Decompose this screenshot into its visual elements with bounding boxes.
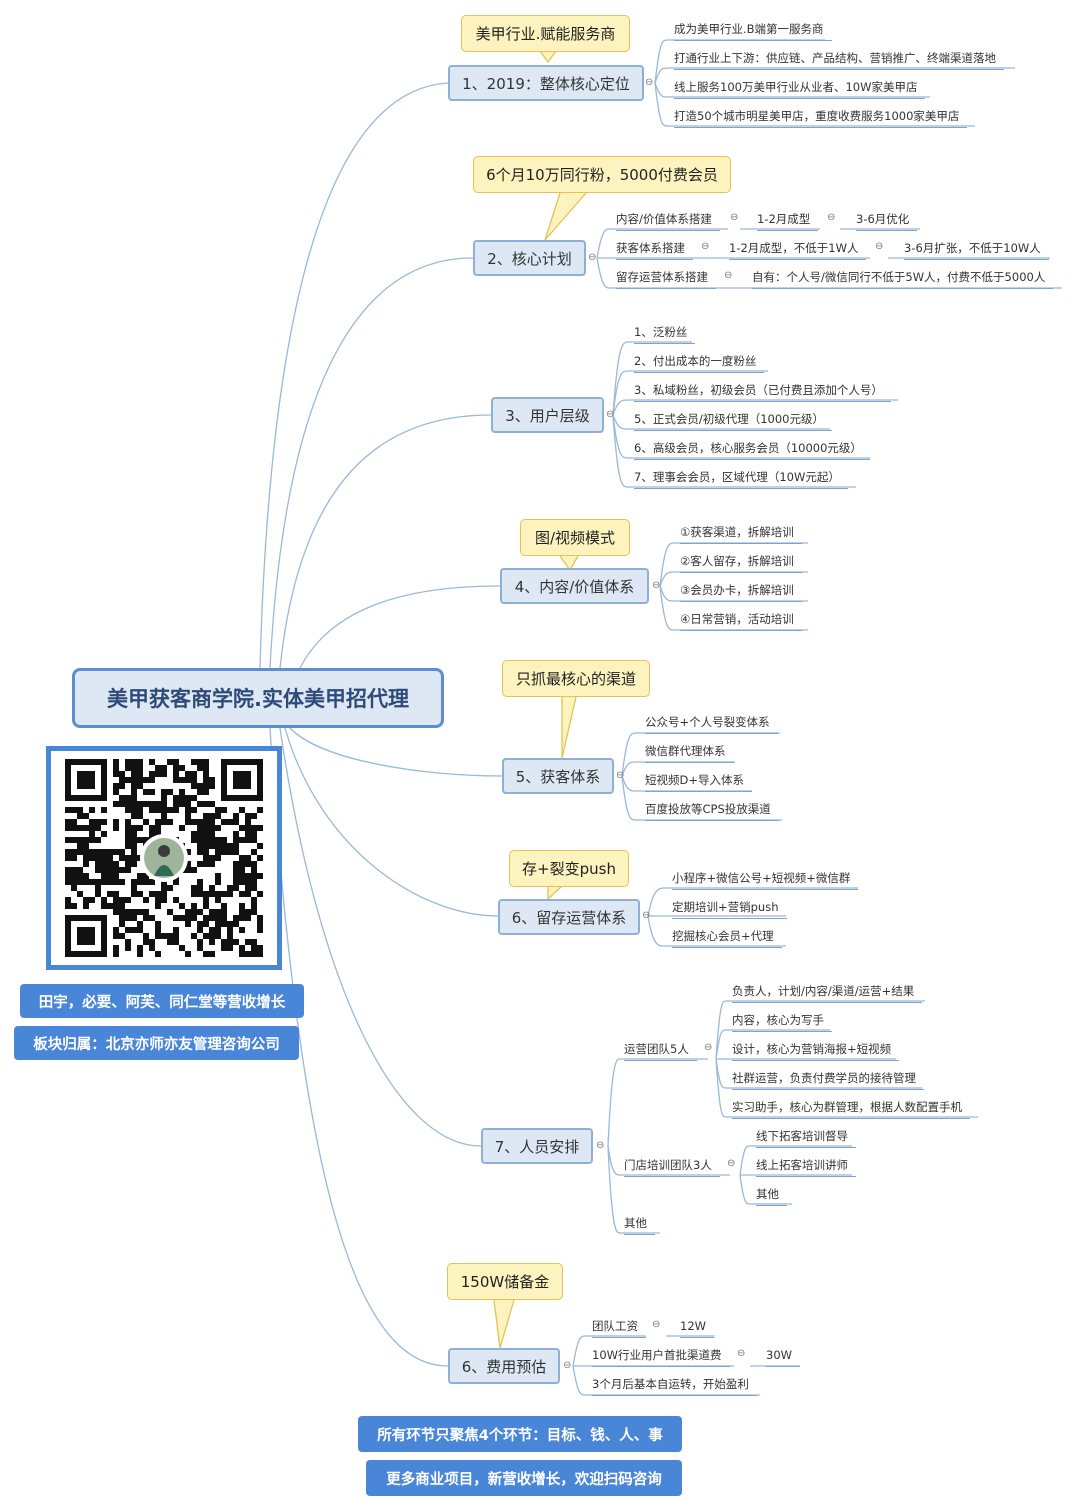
list-item: 实习助手，核心为群管理，根据人数配置手机 bbox=[732, 1100, 970, 1119]
side-banner-growth: 田宇，必要、阿芙、同仁堂等营收增长 bbox=[20, 984, 304, 1018]
list-item: 12W bbox=[680, 1319, 715, 1338]
list-item: 1-2月成型，不低于1W人 bbox=[729, 241, 867, 260]
list-item: ②客人留存，拆解培训 bbox=[680, 554, 802, 573]
branch-staffing[interactable]: 7、人员安排 bbox=[481, 1128, 593, 1164]
list-item: 3个月后基本自运转，开始盈利 bbox=[592, 1377, 757, 1396]
group-label: 运营团队5人 bbox=[624, 1042, 697, 1061]
collapse-icon[interactable]: ⊖ bbox=[642, 910, 651, 921]
collapse-icon[interactable]: ⊖ bbox=[827, 212, 836, 223]
list-item: 30W bbox=[766, 1348, 801, 1367]
list-item: 公众号+个人号裂变体系 bbox=[645, 715, 778, 734]
branch-content-value[interactable]: 4、内容/价值体系 bbox=[500, 568, 649, 604]
callout-reserve-fund[interactable]: 150W储备金 bbox=[447, 1263, 563, 1300]
list-item: 3-6月扩张，不低于10W人 bbox=[904, 241, 1049, 260]
list-item: 设计，核心为营销海报+短视频 bbox=[732, 1042, 900, 1061]
callout-acquisition-channel[interactable]: 只抓最核心的渠道 bbox=[502, 660, 650, 697]
list-item: 内容/价值体系搭建 bbox=[616, 212, 720, 231]
list-item: 留存运营体系搭建 bbox=[616, 270, 716, 289]
branch-retention-system[interactable]: 6、留存运营体系 bbox=[498, 899, 640, 935]
list-item: 百度投放等CPS投放渠道 bbox=[645, 802, 779, 821]
list-item: ①获客渠道，拆解培训 bbox=[680, 525, 802, 544]
list-item: 自有：个人号/微信同行不低于5W人，付费不低于5000人 bbox=[752, 270, 1054, 289]
callout-retention-push[interactable]: 存+裂变push bbox=[509, 850, 629, 887]
collapse-icon[interactable]: ⊖ bbox=[724, 270, 733, 281]
list-item: 打通行业上下游：供应链、产品结构、营销推广、终端渠道落地 bbox=[674, 51, 1004, 70]
list-item: 7、理事会会员，区域代理（10W元起） bbox=[634, 470, 848, 489]
list-item: 社群运营，负责付费学员的接待管理 bbox=[732, 1071, 924, 1090]
list-item: 挖掘核心会员+代理 bbox=[672, 929, 782, 948]
list-item: 1、泛粉丝 bbox=[634, 325, 696, 344]
list-item: 线上服务100万美甲行业从业者、10W家美甲店 bbox=[674, 80, 926, 99]
list-item: ③会员办卡，拆解培训 bbox=[680, 583, 802, 602]
branch-cost-estimate[interactable]: 6、费用预估 bbox=[448, 1348, 560, 1384]
list-item: 团队工资 bbox=[592, 1319, 646, 1338]
list-item: 6、高级会员，核心服务会员（10000元级） bbox=[634, 441, 870, 460]
list-item: 打造50个城市明星美甲店，重度收费服务1000家美甲店 bbox=[674, 109, 968, 128]
list-item: 1-2月成型 bbox=[757, 212, 819, 231]
collapse-icon[interactable]: ⊖ bbox=[616, 770, 625, 781]
side-banner-company: 板块归属：北京亦师亦友管理咨询公司 bbox=[14, 1026, 299, 1060]
collapse-icon[interactable]: ⊖ bbox=[652, 1319, 661, 1330]
bottom-banner-contact: 更多商业项目，新营收增长，欢迎扫码咨询 bbox=[366, 1460, 682, 1496]
list-item: 成为美甲行业.B端第一服务商 bbox=[674, 22, 832, 41]
bottom-banner-focus: 所有环节只聚焦4个环节：目标、钱、人、事 bbox=[358, 1416, 682, 1452]
list-item: 线上拓客培训讲师 bbox=[756, 1158, 856, 1177]
callout-content-mode[interactable]: 图/视频模式 bbox=[520, 519, 630, 556]
list-item: 负责人，计划/内容/渠道/运营+结果 bbox=[732, 984, 923, 1003]
collapse-icon[interactable]: ⊖ bbox=[588, 252, 597, 263]
avatar-icon bbox=[144, 838, 184, 878]
collapse-icon[interactable]: ⊖ bbox=[606, 409, 615, 420]
branch-acquisition-system[interactable]: 5、获客体系 bbox=[502, 758, 614, 794]
qr-code-pattern bbox=[65, 759, 263, 957]
list-item: 其他 bbox=[756, 1187, 787, 1206]
collapse-icon[interactable]: ⊖ bbox=[652, 580, 661, 591]
collapse-icon[interactable]: ⊖ bbox=[596, 1140, 605, 1151]
group-label: 其他 bbox=[624, 1216, 655, 1235]
list-item: 定期培训+营销push bbox=[672, 900, 787, 919]
list-item: 3-6月优化 bbox=[856, 212, 918, 231]
collapse-icon[interactable]: ⊖ bbox=[875, 241, 884, 252]
collapse-icon[interactable]: ⊖ bbox=[645, 77, 654, 88]
list-item: 3、私域粉丝，初级会员（已付费且添加个人号） bbox=[634, 383, 891, 402]
qr-code-icon bbox=[46, 746, 282, 970]
list-item: 小程序+微信公号+短视频+微信群 bbox=[672, 871, 859, 890]
collapse-icon[interactable]: ⊖ bbox=[727, 1158, 736, 1169]
collapse-icon[interactable]: ⊖ bbox=[563, 1360, 572, 1371]
list-item: 线下拓客培训督导 bbox=[756, 1129, 856, 1148]
list-item: 5、正式会员/初级代理（1000元级） bbox=[634, 412, 832, 431]
branch-user-levels[interactable]: 3、用户层级 bbox=[491, 397, 604, 433]
collapse-icon[interactable]: ⊖ bbox=[737, 1348, 746, 1359]
list-item: 获客体系搭建 bbox=[616, 241, 693, 260]
collapse-icon[interactable]: ⊖ bbox=[704, 1042, 713, 1053]
branch-core-positioning[interactable]: 1、2019：整体核心定位 bbox=[448, 65, 644, 101]
list-item: ④日常营销，活动培训 bbox=[680, 612, 802, 631]
list-item: 10W行业用户首批渠道费 bbox=[592, 1348, 730, 1367]
list-item: 短视频D+导入体系 bbox=[645, 773, 752, 792]
list-item: 微信群代理体系 bbox=[645, 744, 734, 763]
group-label: 门店培训团队3人 bbox=[624, 1158, 720, 1177]
root-topic[interactable]: 美甲获客商学院.实体美甲招代理 bbox=[72, 668, 444, 728]
callout-positioning[interactable]: 美甲行业.赋能服务商 bbox=[461, 15, 630, 52]
collapse-icon[interactable]: ⊖ bbox=[730, 212, 739, 223]
collapse-icon[interactable]: ⊖ bbox=[701, 241, 710, 252]
list-item: 内容，核心为写手 bbox=[732, 1013, 832, 1032]
branch-core-plan[interactable]: 2、核心计划 bbox=[473, 240, 586, 276]
callout-core-plan[interactable]: 6个月10万同行粉，5000付费会员 bbox=[473, 156, 731, 193]
list-item: 2、付出成本的一度粉丝 bbox=[634, 354, 765, 373]
